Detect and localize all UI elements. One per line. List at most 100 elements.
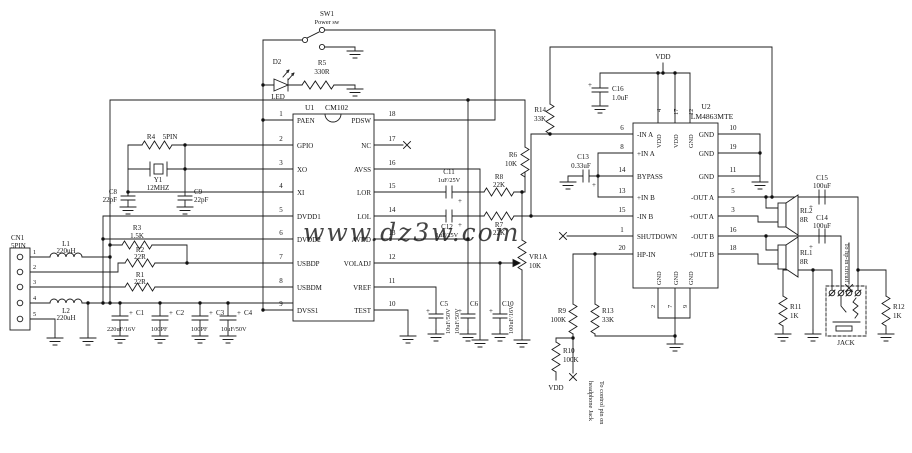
ref-label: R4	[147, 133, 156, 141]
value-label: 100K	[550, 316, 566, 324]
pin-name: GND	[673, 271, 680, 285]
pin-name: HP-IN	[637, 251, 656, 259]
pin-number: 11	[389, 277, 396, 285]
value-label: 10uF/50V	[454, 308, 461, 334]
pin-number: 5	[731, 187, 735, 195]
value-label: 100uF/16V	[508, 305, 515, 334]
nc-x-icon	[403, 141, 411, 149]
value-label: 1uF/25V	[438, 177, 461, 184]
ref-label: L2	[62, 307, 70, 315]
pin-number: 5	[279, 206, 283, 214]
ground-icon	[111, 331, 129, 344]
value-label: 10K	[505, 160, 517, 168]
jack-label: JACK	[837, 339, 855, 347]
pin-number: 9	[279, 300, 283, 308]
pin-name: +IN A	[637, 150, 655, 158]
ref-label: R10	[563, 347, 575, 355]
value-label: 1K	[893, 312, 902, 320]
pin-name: GND	[699, 173, 714, 181]
resistor-r10	[551, 341, 561, 373]
pin-name: DVDD1	[297, 213, 321, 221]
pin-number: 13	[389, 229, 397, 237]
ground-icon	[191, 331, 209, 344]
pin-number: 4	[33, 295, 37, 302]
wiper-arrow-icon	[512, 258, 522, 268]
pin-name: GND	[688, 134, 695, 148]
control-pin-x-icon	[569, 373, 577, 381]
ground-icon	[346, 46, 364, 59]
ref-label: R9	[558, 307, 567, 315]
pin-number: 16	[389, 159, 397, 167]
ref-label: C9	[194, 188, 203, 196]
value-label: 22K	[493, 181, 505, 189]
ref-label: R8	[495, 173, 504, 181]
u1-chip-body	[292, 113, 411, 322]
ground-icon	[666, 339, 684, 352]
plus-sign: +	[169, 309, 173, 317]
ground-icon	[119, 202, 137, 215]
ref-label: R6	[509, 151, 518, 159]
pin-name: VDD	[656, 134, 663, 148]
value-label: 33K	[602, 316, 614, 324]
ref-label: R5	[318, 59, 327, 67]
pin-number: 7	[279, 253, 283, 261]
resistor-r6	[520, 146, 530, 178]
value-label: 5PIN	[163, 133, 178, 141]
ref-label: R7	[495, 221, 504, 229]
pin-number: 7	[667, 305, 674, 308]
chip-ref: U1	[305, 103, 314, 112]
pin-number: 3	[279, 159, 283, 167]
pin-name: USBDM	[297, 284, 323, 292]
ground-icon	[176, 202, 194, 215]
plus-sign: +	[458, 221, 462, 229]
pin-name: -IN B	[637, 213, 653, 221]
vdd-label: VDD	[548, 384, 563, 392]
pin-number: 14	[389, 206, 397, 214]
ref-label: C3	[216, 309, 225, 317]
resistor-r9	[568, 303, 578, 335]
ref-label: CN1	[11, 234, 25, 242]
plus-sign: +	[237, 309, 241, 317]
pin-name: GND	[688, 271, 695, 285]
pin-number: 1	[620, 226, 624, 234]
value-label: 100uF	[813, 222, 831, 230]
plus-sign: +	[458, 307, 462, 315]
resistor-r12	[881, 295, 891, 327]
pin-name: XO	[297, 166, 307, 174]
pin-number: 1	[279, 110, 283, 118]
value-label: 22pF	[103, 196, 118, 204]
ref-label: C6	[470, 300, 479, 308]
pin-number: 11	[730, 166, 737, 174]
led-d2	[273, 69, 295, 92]
pin-name: XI	[297, 189, 305, 197]
plus-sign: +	[809, 243, 813, 251]
pin-number: 10	[730, 124, 738, 132]
value-label: 10uF/50V	[445, 308, 452, 334]
plus-sign: +	[458, 197, 462, 205]
ground-icon	[491, 329, 509, 342]
desc-label: Power sw	[315, 19, 340, 26]
ref-label: RL1	[800, 249, 813, 257]
value-label: 10uF/50V	[221, 326, 247, 333]
pin-number: 14	[619, 166, 627, 174]
pin-number: 20	[619, 244, 627, 252]
ref-label: R12	[893, 303, 905, 311]
pin-name: SHUTDOWN	[637, 233, 677, 241]
ground-icon	[219, 331, 237, 344]
wires	[22, 29, 887, 381]
ground-icon	[151, 331, 169, 344]
pin-name: LOL	[357, 213, 371, 221]
pin-number: 8	[279, 277, 283, 285]
value-label: 1.0uF	[612, 94, 628, 102]
resistor-r13	[590, 303, 600, 335]
value-label: 8R	[800, 216, 809, 224]
value-label: 1.5K	[130, 232, 144, 240]
chip-part: LM4863MTE	[691, 112, 734, 121]
pin-name: GND	[656, 271, 663, 285]
plus-sign: +	[588, 81, 592, 89]
value-label: 22K	[493, 229, 505, 237]
power-switch	[301, 26, 326, 51]
ref-label: C14	[816, 214, 828, 222]
pin-number: 12	[688, 109, 695, 115]
